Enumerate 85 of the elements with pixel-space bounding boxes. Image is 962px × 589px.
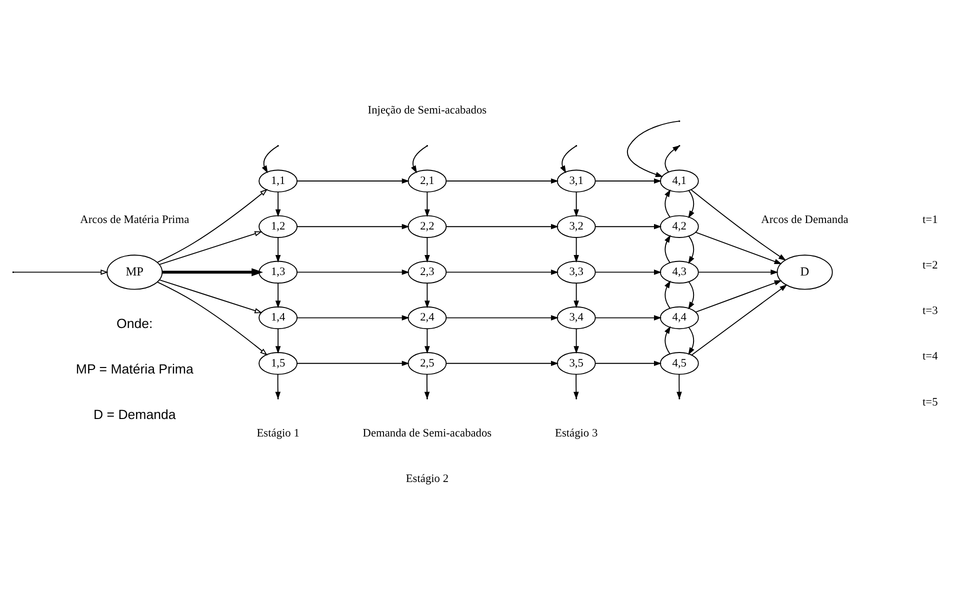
label: Arcos de Matéria Prima: [80, 213, 190, 226]
arrow: [688, 235, 694, 264]
arrow: [275, 236, 281, 262]
arrow: [275, 328, 281, 354]
arrow: [262, 145, 278, 173]
node-ellipse: 2,5: [408, 352, 447, 374]
arrow: [688, 280, 694, 309]
label: Estágio 3: [555, 427, 598, 440]
node-ellipse: 4,2: [660, 214, 699, 238]
arrow: [574, 236, 579, 262]
arrow: [446, 360, 559, 366]
arrow: [424, 328, 430, 354]
arrow: [162, 268, 264, 276]
node-ellipse: 1,2: [258, 214, 298, 238]
arrow: [560, 145, 576, 173]
arrow: [275, 282, 281, 308]
label: Injeção de Semi-acabados: [368, 104, 487, 116]
arrow: [695, 231, 782, 264]
arrow: [574, 328, 579, 354]
arrow: [594, 314, 662, 320]
arrow: [688, 190, 694, 218]
node-ellipse: 2,3: [408, 260, 447, 284]
node-ellipse: 2,4: [408, 306, 447, 329]
arrow: [664, 280, 671, 308]
arrow: [424, 236, 430, 262]
arrow: [296, 269, 410, 274]
arrow: [664, 234, 671, 263]
arrow: [695, 280, 782, 312]
node-ellipse: 1,3: [258, 260, 298, 284]
arrow: [275, 191, 281, 217]
arrow: [688, 326, 694, 355]
arrow: [698, 269, 778, 274]
arrow: [424, 191, 430, 216]
node-ellipse: 4,3: [660, 260, 699, 284]
node-ellipse: 2,1: [408, 169, 447, 192]
label: Estágio 1: [256, 427, 300, 440]
arrow: [159, 278, 262, 313]
arrow: [13, 269, 108, 274]
label: Estágio 2: [406, 472, 449, 485]
label: Demanda de Semi-acabados: [362, 427, 492, 440]
arrow: [296, 314, 410, 320]
node-ellipse: 3,4: [556, 306, 596, 329]
arrow: [446, 314, 559, 320]
node-ellipse: 1,1: [258, 169, 298, 192]
label: t=1: [922, 213, 938, 226]
arrow: [296, 360, 410, 366]
label: Arcos de Demanda: [761, 213, 848, 226]
arrow: [690, 188, 786, 260]
arrow: [296, 223, 410, 229]
node-ellipse: 3,2: [556, 214, 596, 238]
arrow: [664, 326, 671, 354]
arrow: [594, 360, 662, 366]
label: t=4: [922, 350, 938, 362]
arrow: [664, 188, 671, 217]
label: t=2: [922, 259, 938, 271]
arrow: [424, 282, 430, 308]
arrow: [594, 223, 662, 229]
arrow: [594, 178, 662, 184]
label: D = Demanda: [93, 406, 176, 422]
arrow: [574, 282, 579, 308]
arrow: [446, 269, 559, 274]
node-ellipse: 1,5: [258, 352, 298, 374]
arrow: [574, 191, 579, 216]
label: MP = Matéria Prima: [76, 361, 194, 376]
label: Onde:: [116, 315, 153, 330]
node-ellipse: 3,5: [556, 352, 596, 374]
arrow: [156, 281, 268, 355]
node-ellipse: 4,1: [660, 169, 699, 192]
node-ellipse: 1,4: [258, 306, 298, 329]
arrow: [594, 269, 662, 274]
label: t=5: [922, 396, 938, 408]
label: t=3: [922, 304, 938, 317]
arrow: [159, 230, 262, 264]
arrow: [156, 188, 268, 262]
arrow: [411, 145, 428, 173]
node-ellipse: 4,5: [660, 352, 699, 374]
node-ellipse: 3,3: [556, 260, 596, 284]
node-ellipse: 4,4: [660, 306, 699, 329]
arrow: [296, 178, 410, 184]
node-ellipse: 2,2: [408, 214, 447, 238]
arrow: [691, 284, 788, 355]
node-ellipse: 3,1: [556, 169, 596, 192]
arrow: [446, 178, 559, 184]
arrow: [446, 223, 559, 229]
node-ellipse: MP: [106, 254, 163, 290]
